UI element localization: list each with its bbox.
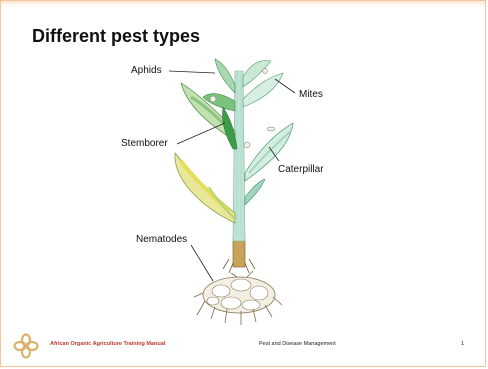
label-aphids: Aphids (131, 65, 162, 76)
page-number: 1 (461, 341, 464, 347)
label-nematodes: Nematodes (136, 234, 187, 245)
plant-illustration (1, 1, 487, 331)
label-caterpillar: Caterpillar (278, 164, 324, 175)
footer-manual-title: African Organic Agriculture Training Man… (50, 341, 165, 347)
four-petal-knot-logo-icon (13, 333, 39, 359)
root-clump (194, 271, 282, 325)
label-mites: Mites (299, 89, 323, 100)
label-stemborer: Stemborer (121, 138, 168, 149)
footer-section-title: Pest and Disease Management (259, 341, 336, 347)
